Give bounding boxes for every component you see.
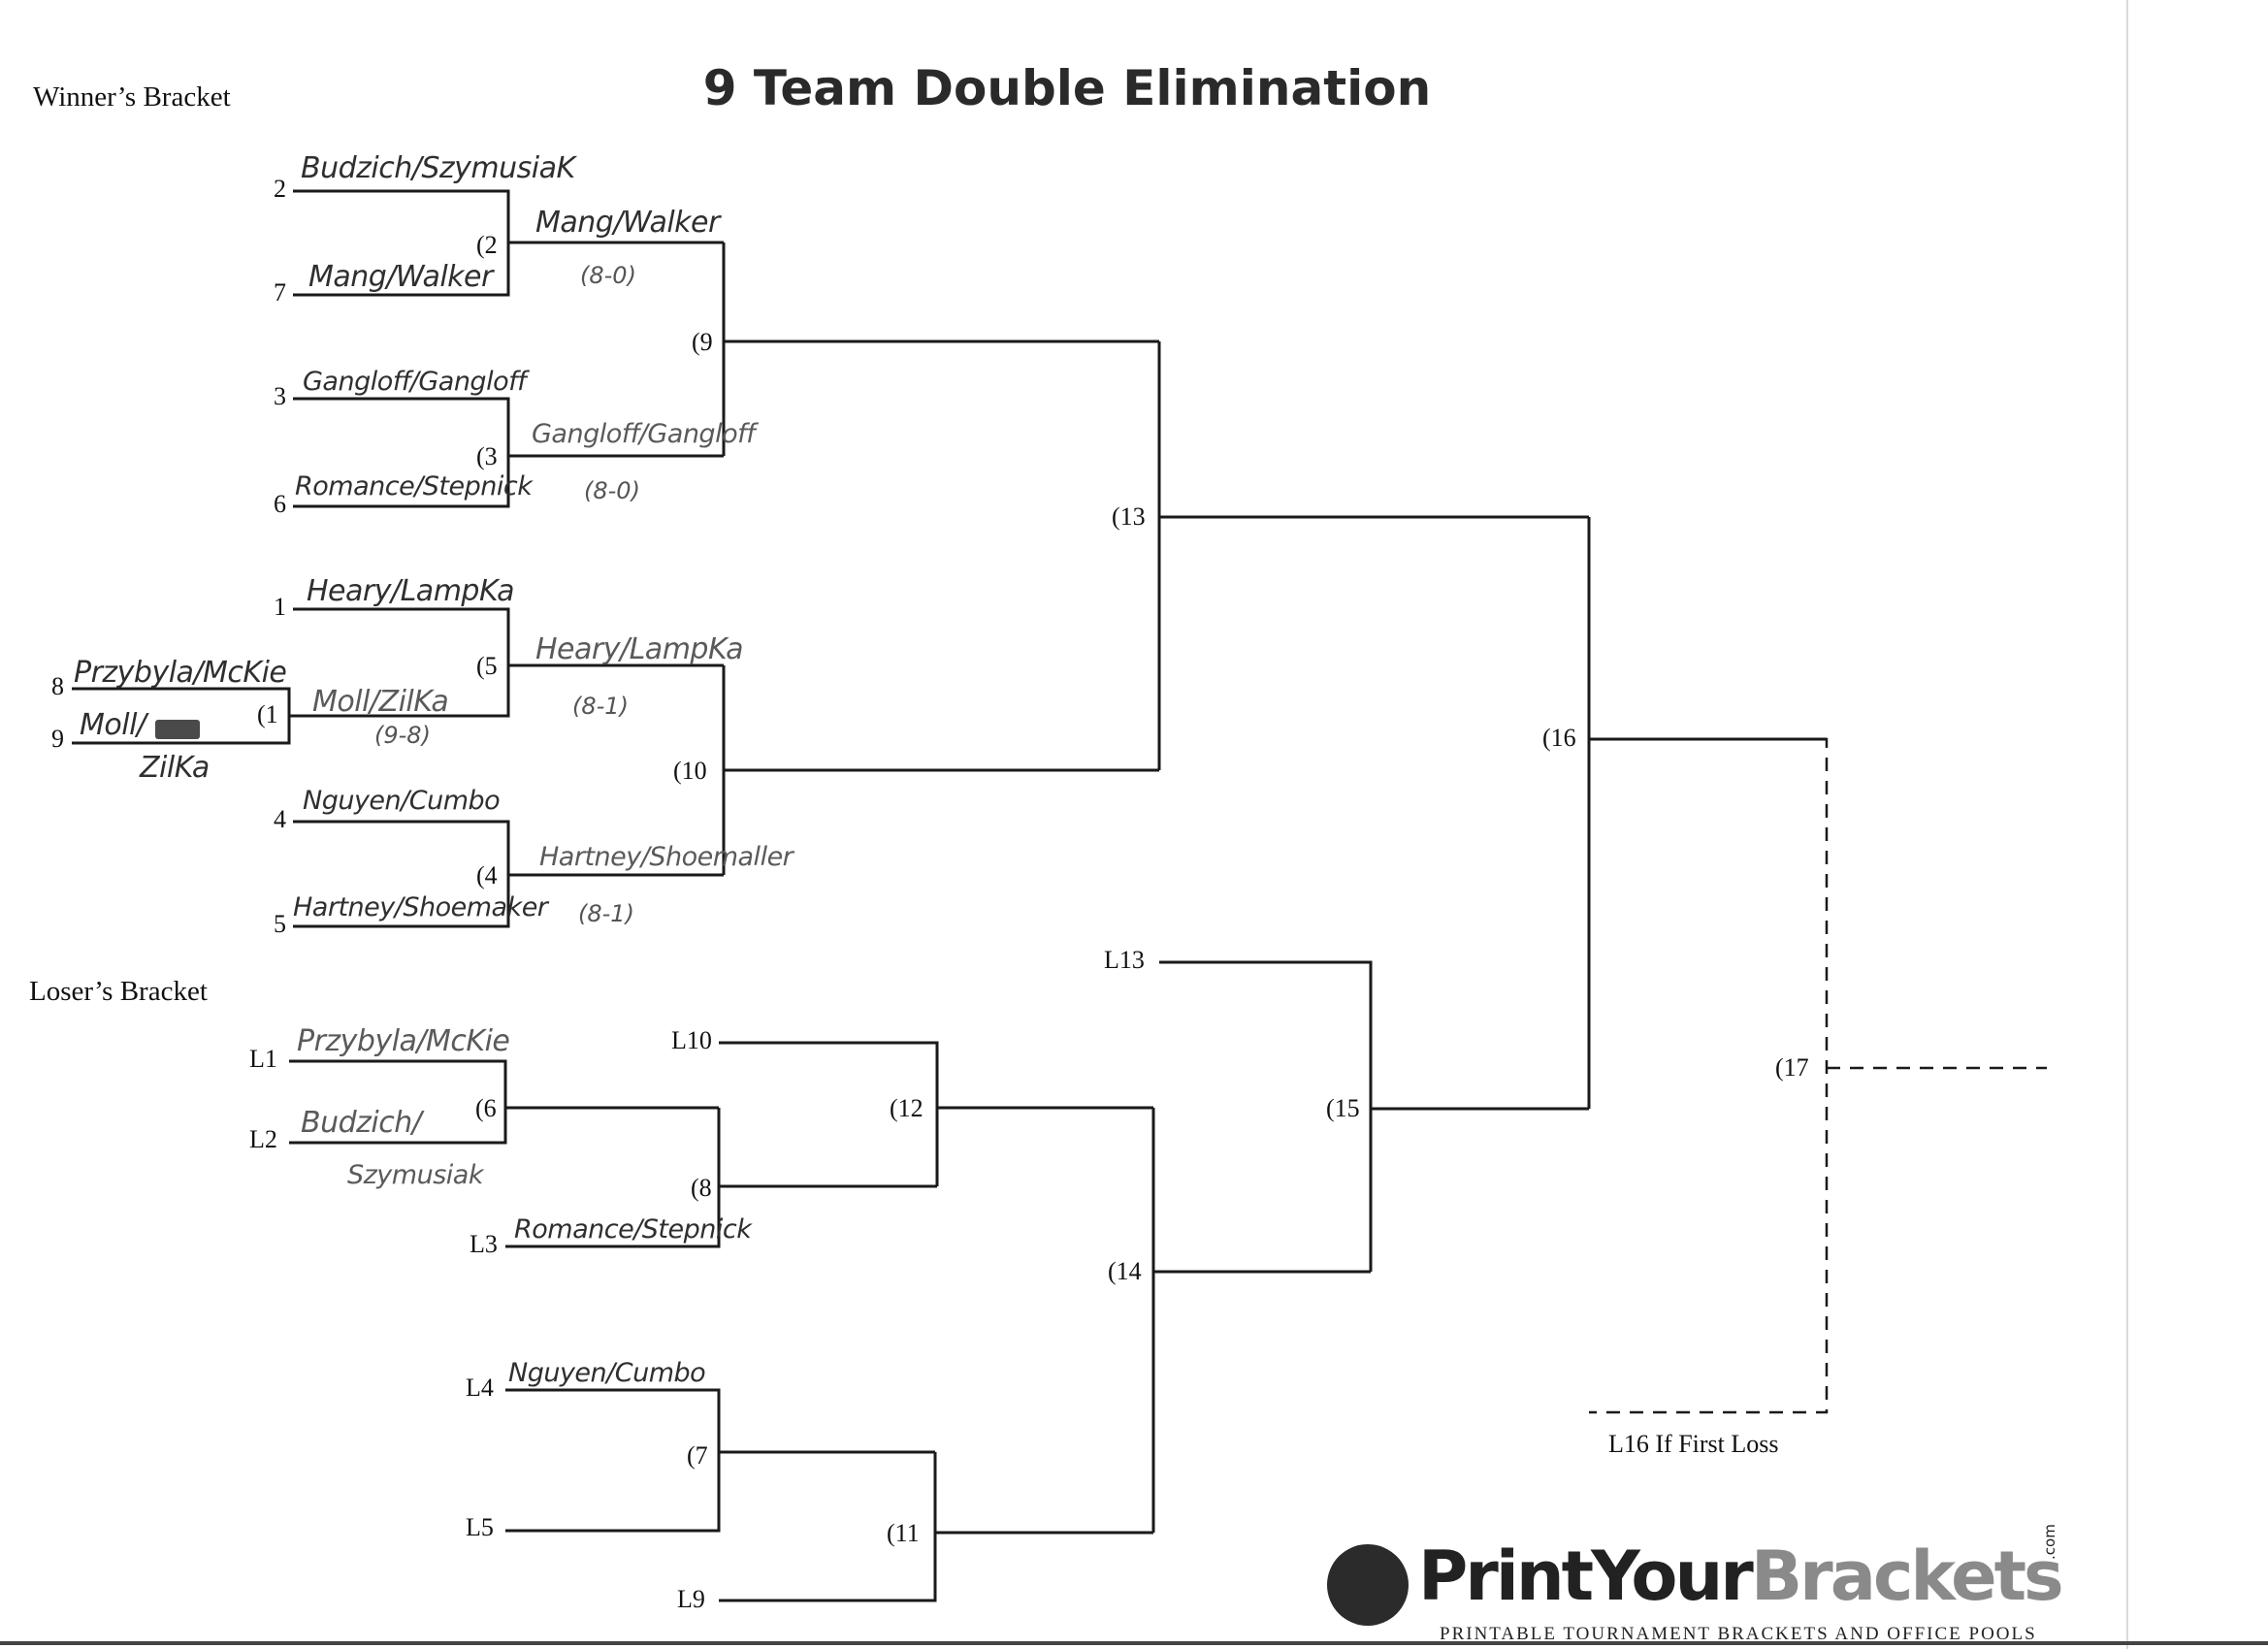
- entry-winner-game-2: Mang/Walker: [535, 206, 720, 240]
- entry-seed-7: Mang/Walker: [308, 260, 493, 294]
- entry-loser-l2-continued: Szymusiak: [347, 1160, 483, 1190]
- game-number-15: (15: [1326, 1094, 1360, 1122]
- entry-seed-6: Romance/Stepnick: [295, 471, 533, 501]
- score-game-5: (8-1): [572, 693, 629, 720]
- game-number-9: (9: [692, 328, 713, 356]
- scan-bottom-edge: [0, 1641, 2268, 1645]
- seed-number-6: 6: [274, 490, 286, 518]
- scribble-out-mark: [155, 720, 200, 739]
- page-title: 9 Team Double Elimination: [702, 60, 1432, 116]
- winners-bracket-heading: Winner’s Bracket: [33, 81, 231, 113]
- seed-number-2: 2: [274, 175, 286, 203]
- seed-number-7: 7: [274, 278, 286, 307]
- game-number-3: (3: [476, 442, 498, 470]
- entry-seed-2: Budzich/SzymusiaK: [301, 151, 575, 185]
- losers-bracket-heading: Loser’s Bracket: [29, 976, 208, 1007]
- entry-seed-9: Moll/: [80, 708, 146, 742]
- entry-winner-game-3: Gangloff/Gangloff: [532, 419, 756, 449]
- seed-number-8: 8: [51, 672, 64, 700]
- score-game-3: (8-0): [584, 477, 640, 504]
- game-number-5: (5: [476, 652, 498, 680]
- loser-slot-l4: L4: [466, 1374, 494, 1402]
- game-number-7: (7: [687, 1441, 708, 1470]
- loser-slot-l9: L9: [677, 1585, 705, 1613]
- entry-loser-l4: Nguyen/Cumbo: [508, 1358, 706, 1388]
- line-game-3: [293, 397, 510, 508]
- scan-edge: [2126, 0, 2128, 1649]
- logo-wordmark-light: Brackets: [1750, 1536, 2064, 1616]
- entry-seed-8: Przybyla/McKie: [74, 656, 287, 690]
- score-game-4: (8-1): [578, 900, 634, 927]
- seed-number-5: 5: [274, 910, 286, 938]
- seed-number-4: 4: [274, 805, 286, 833]
- loser-slot-l5: L5: [466, 1513, 494, 1541]
- entry-seed-1: Heary/LampKa: [307, 574, 514, 608]
- line-game-17-top: [1589, 737, 1829, 1414]
- printyourbrackets-logo: PrintYourBrackets .com PRINTABLE TOURNAM…: [1327, 1524, 2064, 1644]
- logo-tagline: PRINTABLE TOURNAMENT BRACKETS AND OFFICE…: [1440, 1624, 2037, 1644]
- game-number-13: (13: [1112, 502, 1146, 531]
- entry-seed-4: Nguyen/Cumbo: [303, 786, 501, 816]
- entry-winner-game-1: Moll/ZilKa: [312, 685, 449, 719]
- score-game-1: (9-8): [374, 722, 431, 749]
- game-number-17: (17: [1775, 1053, 1809, 1082]
- entry-seed-5: Hartney/Shoemaker: [293, 892, 548, 922]
- game-number-2: (2: [476, 231, 498, 259]
- loser-slot-l10: L10: [671, 1026, 712, 1054]
- note-l16-if-first-loss: L16 If First Loss: [1608, 1430, 1779, 1458]
- logo-wordmark-dark: PrintYour: [1418, 1536, 1754, 1616]
- entry-seed-3: Gangloff/Gangloff: [303, 367, 527, 397]
- game-number-1: (1: [257, 700, 278, 728]
- logo-suffix: .com: [2041, 1524, 2058, 1560]
- score-game-2: (8-0): [580, 262, 636, 289]
- seed-number-1: 1: [274, 593, 286, 621]
- entry-loser-l3: Romance/Stepnick: [514, 1214, 752, 1245]
- game-number-10: (10: [673, 757, 707, 785]
- loser-slot-l2: L2: [249, 1125, 277, 1153]
- line-game-7: [505, 1388, 721, 1533]
- entry-loser-l2: Budzich/: [301, 1106, 422, 1140]
- logo-wordmark: PrintYourBrackets: [1418, 1536, 2064, 1616]
- line-game-6: [289, 1059, 507, 1145]
- game-number-14: (14: [1108, 1257, 1142, 1285]
- line-game-15: [1159, 960, 1373, 1272]
- loser-slot-l3: L3: [470, 1230, 498, 1258]
- entry-seed-9-correction: ZilKa: [140, 751, 210, 785]
- seed-number-3: 3: [274, 382, 286, 410]
- game-number-8: (8: [691, 1174, 712, 1202]
- line-game-8: [505, 1108, 721, 1248]
- game-number-4: (4: [476, 861, 498, 889]
- game-number-16: (16: [1542, 724, 1576, 752]
- seed-number-9: 9: [51, 725, 64, 753]
- loser-slot-l13: L13: [1104, 946, 1145, 974]
- game-number-12: (12: [890, 1094, 923, 1122]
- game-number-6: (6: [475, 1094, 497, 1122]
- entry-loser-l1: Przybyla/McKie: [297, 1024, 510, 1058]
- logo-bracket-icon: [1327, 1544, 1409, 1626]
- entry-winner-game-5: Heary/LampKa: [535, 632, 743, 666]
- game-number-11: (11: [887, 1519, 920, 1547]
- entry-winner-game-4: Hartney/Shoemaller: [539, 842, 794, 872]
- line-game-12: [719, 1041, 939, 1186]
- loser-slot-l1: L1: [249, 1045, 277, 1073]
- line-game-11: [719, 1452, 937, 1602]
